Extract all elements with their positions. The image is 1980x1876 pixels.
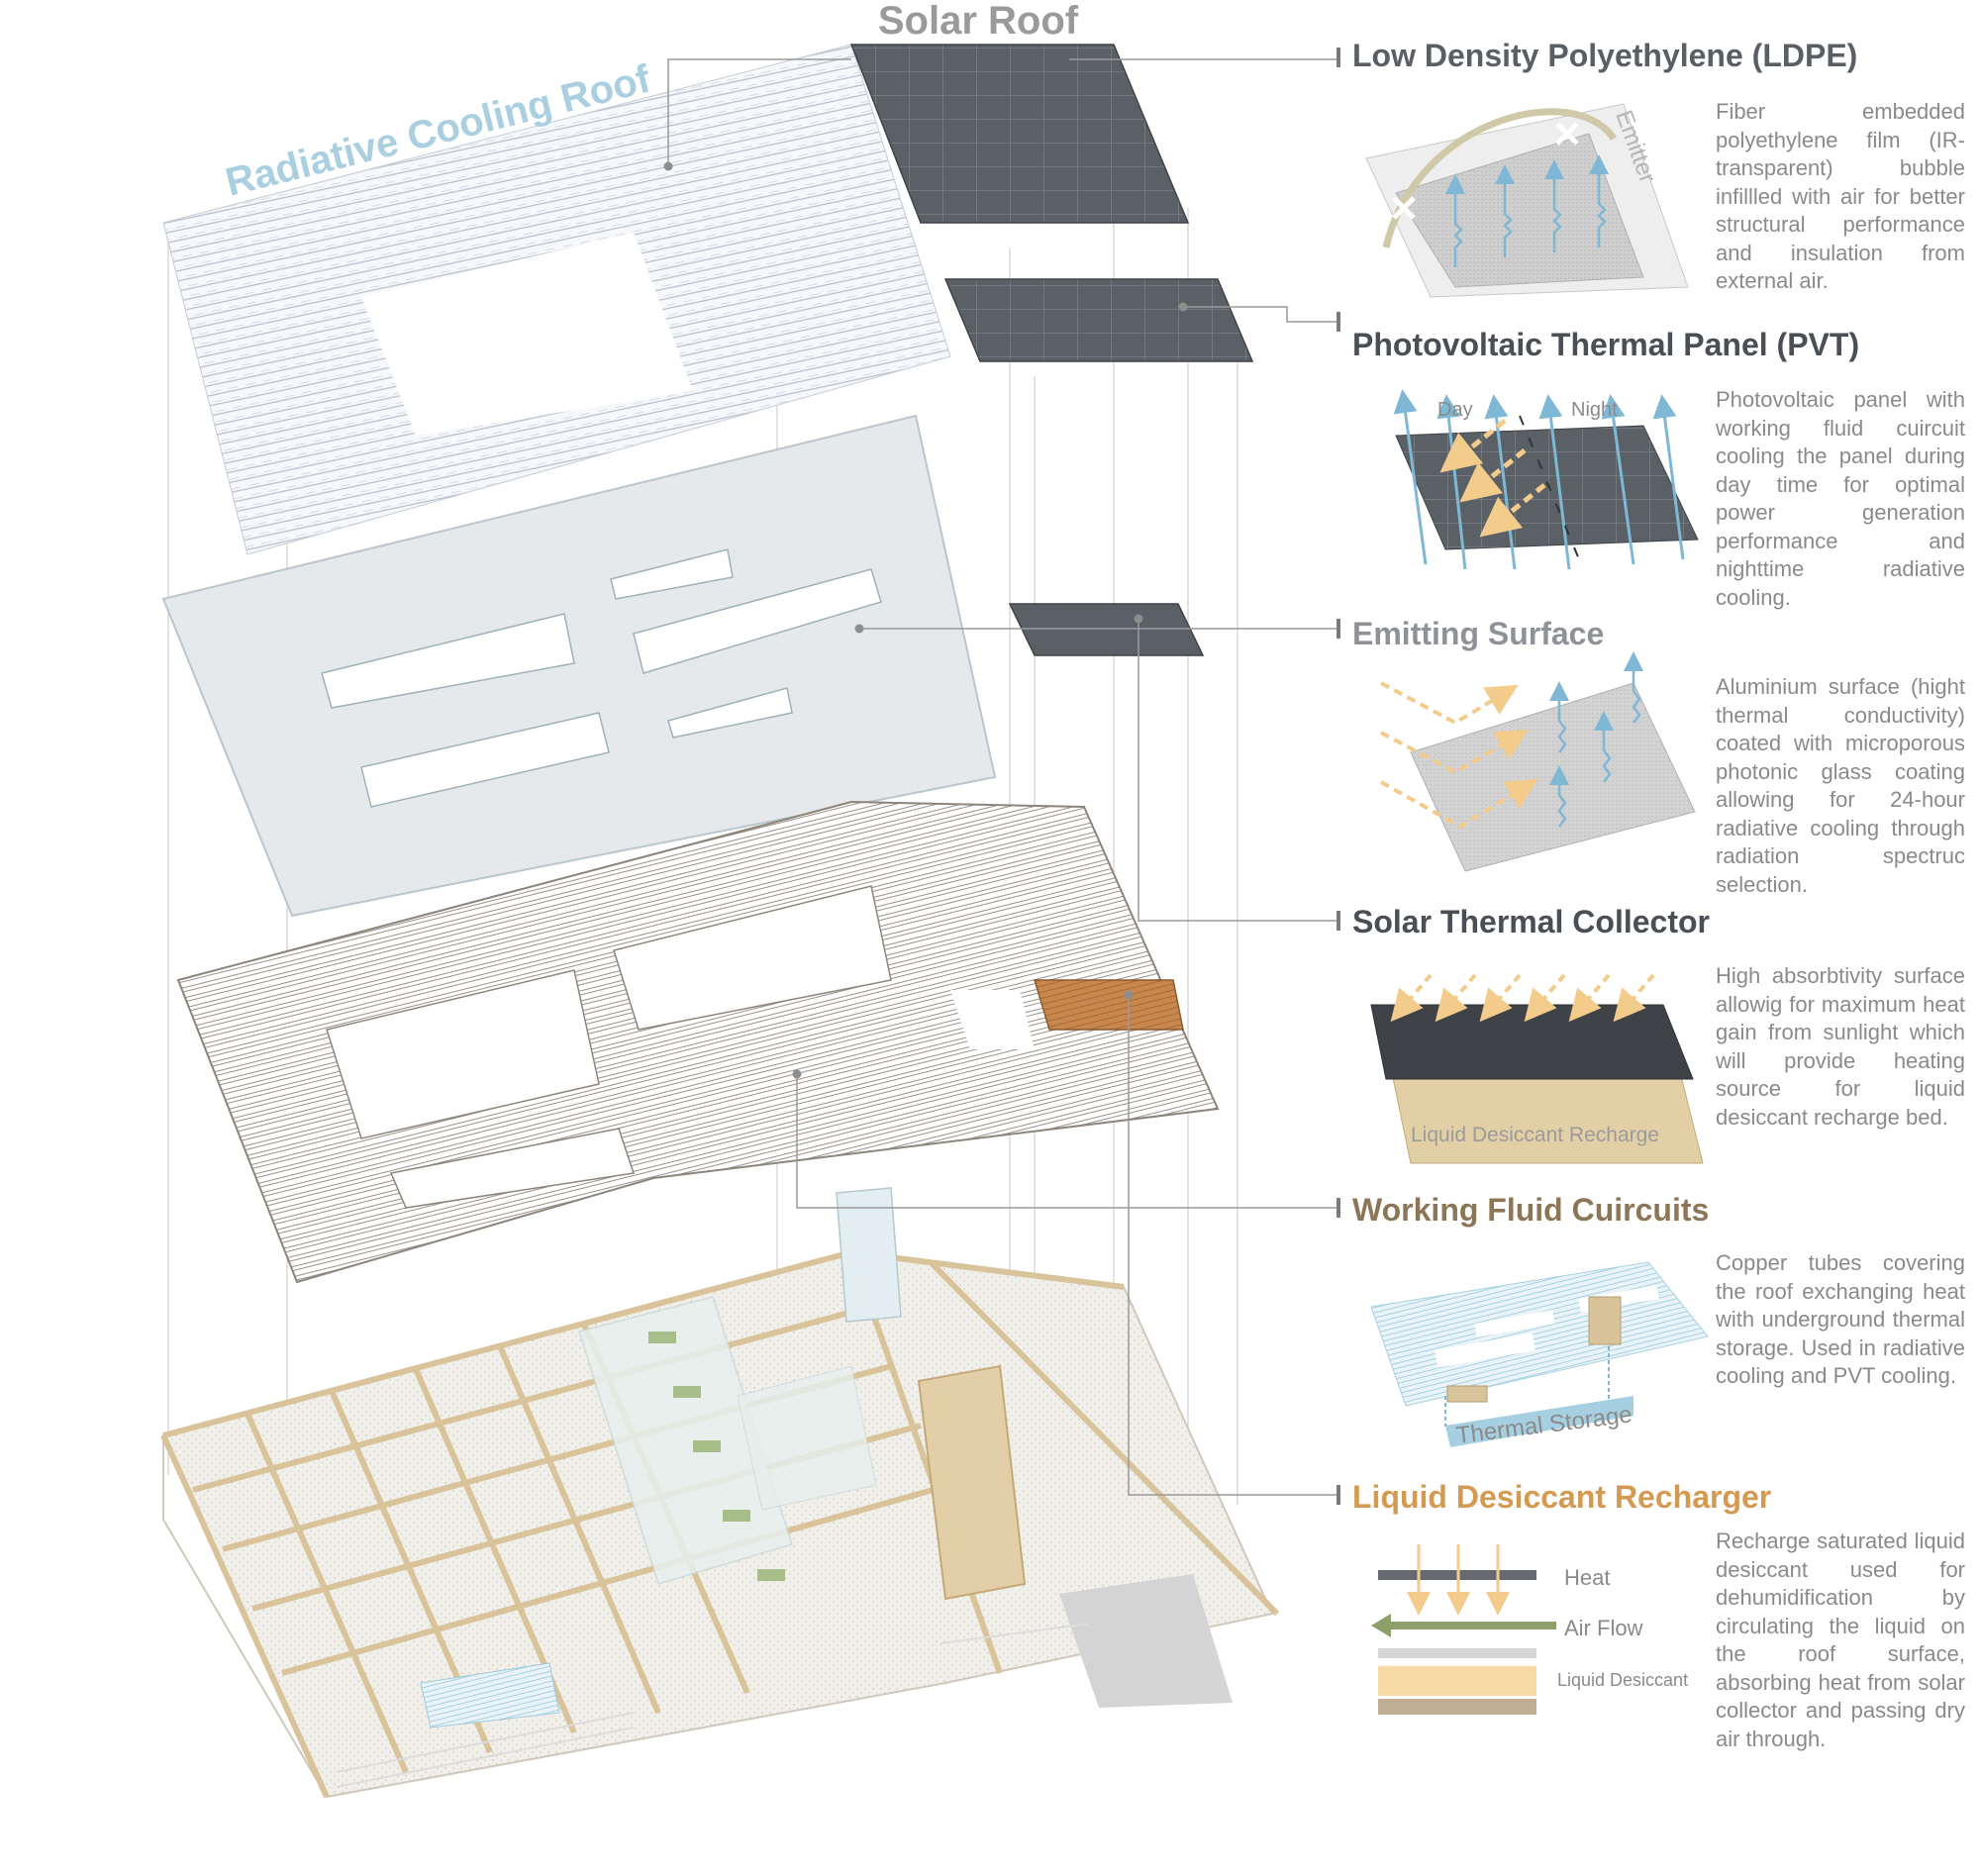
liquid-desiccant-recharge-label: Liquid Desiccant Recharge — [1411, 1124, 1659, 1146]
description-working-fluid: Copper tubes covering the roof exchangin… — [1716, 1250, 1965, 1388]
description-solar-thermal: High absorbtivity surface allowig for ma… — [1716, 963, 1965, 1130]
tick-working-fluid — [1336, 1198, 1340, 1218]
liquid-desiccant-mini-diagram — [1371, 1544, 1556, 1715]
tick-liquid-desiccant — [1336, 1485, 1340, 1505]
title-pvt: Photovoltaic Thermal Panel (PVT) — [1352, 327, 1860, 362]
air-flow-legend-label: Air Flow — [1564, 1616, 1643, 1640]
solar-roof-label: Solar Roof — [878, 0, 1079, 43]
solar-thermal-mini-diagram — [1370, 973, 1704, 1164]
tick-emitting-surface — [1336, 619, 1340, 639]
description-pvt: Photovoltaic panel with working fluid cu… — [1716, 387, 1965, 610]
pvt-mini-diagram — [1393, 389, 1699, 570]
working-fluid-mini-diagram — [1370, 1261, 1709, 1447]
tick-ldpe — [1336, 48, 1340, 67]
emitting-surface-plate — [161, 414, 997, 918]
description-emitting-surface: Aluminium surface (hight thermal conduct… — [1716, 674, 1965, 897]
leader-dots — [663, 161, 1188, 1079]
title-solar-thermal: Solar Thermal Collector — [1352, 904, 1710, 939]
liquid-desiccant-legend-label: Liquid Desiccant — [1557, 1670, 1688, 1690]
working-fluid-circuits-layer — [176, 800, 1220, 1284]
title-ldpe: Low Density Polyethylene (LDPE) — [1352, 38, 1858, 73]
building-axonometric — [160, 1187, 1280, 1799]
ldpe-mini-diagram — [1365, 103, 1689, 298]
day-label: Day — [1437, 399, 1473, 421]
solar-roof-panels — [849, 44, 1254, 656]
night-label: Night — [1571, 399, 1618, 421]
heat-legend-label: Heat — [1564, 1565, 1610, 1590]
description-liquid-desiccant: Recharge saturated liquid desiccant used… — [1716, 1529, 1965, 1751]
radiative-cooling-roof-layer — [162, 44, 951, 555]
tick-solar-thermal — [1336, 911, 1340, 931]
title-working-fluid: Working Fluid Cuircuits — [1352, 1192, 1710, 1228]
description-ldpe: Fiber embedded polyethylene film (IR-tra… — [1716, 99, 1965, 293]
title-liquid-desiccant: Liquid Desiccant Recharger — [1352, 1479, 1772, 1515]
title-emitting-surface: Emitting Surface — [1352, 616, 1605, 651]
thermal-storage-label: Thermal Storage — [1454, 1401, 1634, 1449]
emitting-surface-mini-diagram — [1380, 651, 1696, 872]
tick-pvt — [1336, 312, 1340, 332]
leader-lines — [667, 58, 1338, 1496]
